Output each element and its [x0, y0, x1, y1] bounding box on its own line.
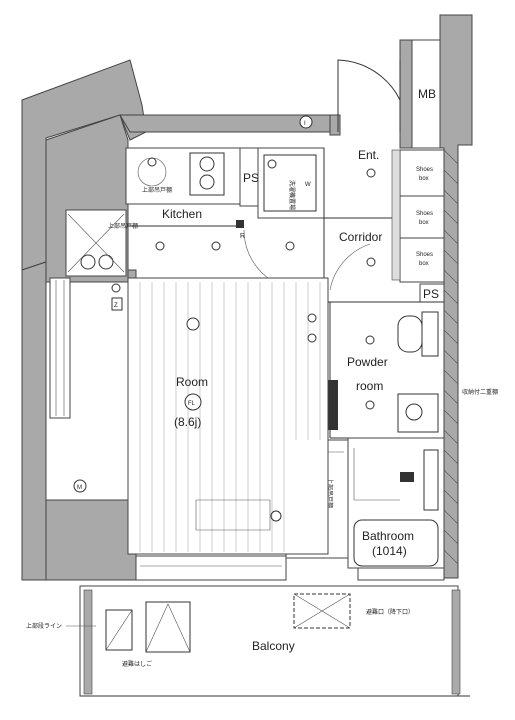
- closet-note: 上部吊戸棚: [326, 478, 334, 508]
- main-room: [127, 277, 329, 555]
- floor-boards: [139, 282, 321, 552]
- light-room-door: [307, 313, 317, 323]
- stove: [189, 152, 225, 196]
- washbasin: [397, 393, 439, 433]
- fridge-fixture-2: [98, 254, 114, 270]
- outlet-room: [270, 510, 282, 522]
- shoes-boxes: Shoes box Shoes box Shoes box: [391, 149, 445, 283]
- wall-top: [119, 114, 331, 133]
- powder-label-1: Powder: [347, 355, 388, 369]
- powder-wall-stub: [326, 380, 338, 430]
- marker-z-label: Z: [114, 303, 118, 309]
- shoes-box-3-line1: Shoes: [416, 252, 433, 258]
- shoes-box-2-line2: box: [419, 220, 429, 226]
- evac-ladder-diag: [105, 609, 133, 651]
- bathroom-label-2: (1014): [372, 544, 407, 558]
- light-powder: [365, 335, 375, 345]
- wall-left-lower: [45, 499, 137, 581]
- window-left: [49, 277, 71, 419]
- bathroom-label-1: Bathroom: [362, 529, 414, 543]
- upper-floor-line-label: 上部段ライン: [26, 622, 62, 630]
- washer-note: 洗濯機置場: [288, 180, 296, 210]
- storage-note: 収納付二重棚: [462, 388, 498, 396]
- wall-mb-left: [399, 39, 413, 149]
- light-kitchen-3: [155, 241, 165, 251]
- shoes-box-1-line2: box: [419, 176, 429, 182]
- burner-1: [199, 156, 215, 172]
- outlet-left: [111, 283, 121, 293]
- basin-bowl: [405, 403, 423, 421]
- evac-hatch-label: 避難口（降下口）: [366, 608, 414, 616]
- evac-opening-diag-2: [293, 593, 351, 629]
- washer-space: [257, 147, 325, 219]
- toilet: [397, 315, 423, 353]
- light-corridor: [366, 257, 376, 267]
- bath-shelf: [423, 449, 439, 511]
- faucet: [147, 157, 157, 167]
- toilet-tank: [421, 311, 439, 357]
- mb-label: MB: [418, 87, 436, 101]
- shoes-box-2-line1: Shoes: [416, 211, 433, 217]
- room-floor-mark: FL: [188, 401, 196, 407]
- balcony-label: Balcony: [252, 639, 295, 653]
- light-kitchen-2: [285, 241, 295, 251]
- room-furniture: [195, 499, 271, 531]
- bath-control: [400, 472, 414, 482]
- fridge-diag-2: [67, 213, 125, 273]
- kitchen-label: Kitchen: [162, 207, 202, 221]
- kitchen-pillar: [236, 220, 244, 228]
- bathtub: [353, 519, 439, 567]
- burner-2: [199, 174, 215, 190]
- wall-left: [21, 261, 47, 581]
- powder-door-arc: [329, 243, 371, 291]
- wall-ent-jamb: [329, 114, 341, 136]
- light-room-door-2: [307, 333, 317, 343]
- r-mark: R: [240, 233, 245, 240]
- light-ent: [366, 168, 376, 178]
- evac-hatch-triangle: [145, 603, 191, 653]
- room-floor-heat-mark: [184, 393, 202, 411]
- evac-hatch-box: [145, 601, 191, 653]
- room-label: Room: [176, 375, 208, 389]
- fridge-upper-note: 上部吊戸棚: [108, 222, 138, 230]
- marker-i-label: I: [304, 121, 306, 127]
- entrance-door: [337, 59, 401, 132]
- balcony-right-wall: [451, 589, 461, 695]
- marker-i: [299, 115, 313, 129]
- powder-label-2: room: [356, 379, 383, 393]
- marker-z: [111, 297, 123, 311]
- balcony-left-wall: [83, 589, 93, 695]
- evac-ladder-label: 避難はしご: [122, 660, 152, 668]
- fridge-fixture-1: [80, 254, 96, 270]
- shoes-box-1-line1: Shoes: [416, 167, 433, 173]
- room-light: [186, 317, 200, 331]
- corridor-label: Corridor: [339, 230, 382, 244]
- kitchen-upper-note: 上部吊戸棚: [142, 186, 172, 194]
- shoes-box-3-line2: box: [419, 261, 429, 267]
- ps-left-label: PS: [243, 171, 259, 185]
- bath-window: [357, 567, 445, 581]
- marker-m-label: M: [77, 485, 82, 491]
- bath-door-track: [353, 448, 400, 501]
- mb-box: [411, 39, 441, 149]
- wall-right: [439, 14, 473, 579]
- light-powder-2: [365, 400, 375, 410]
- room-size: (8.6j): [174, 415, 201, 429]
- washer-w: W: [305, 182, 311, 188]
- light-kitchen-1: [211, 241, 221, 251]
- right-wall-hatch: [443, 149, 459, 565]
- balcony-window: [135, 555, 287, 581]
- ent-label: Ent.: [358, 148, 379, 162]
- washer-pan: [263, 154, 317, 212]
- ps-right-label: PS: [423, 287, 439, 301]
- washer-tap: [267, 159, 277, 169]
- marker-m: [73, 479, 87, 493]
